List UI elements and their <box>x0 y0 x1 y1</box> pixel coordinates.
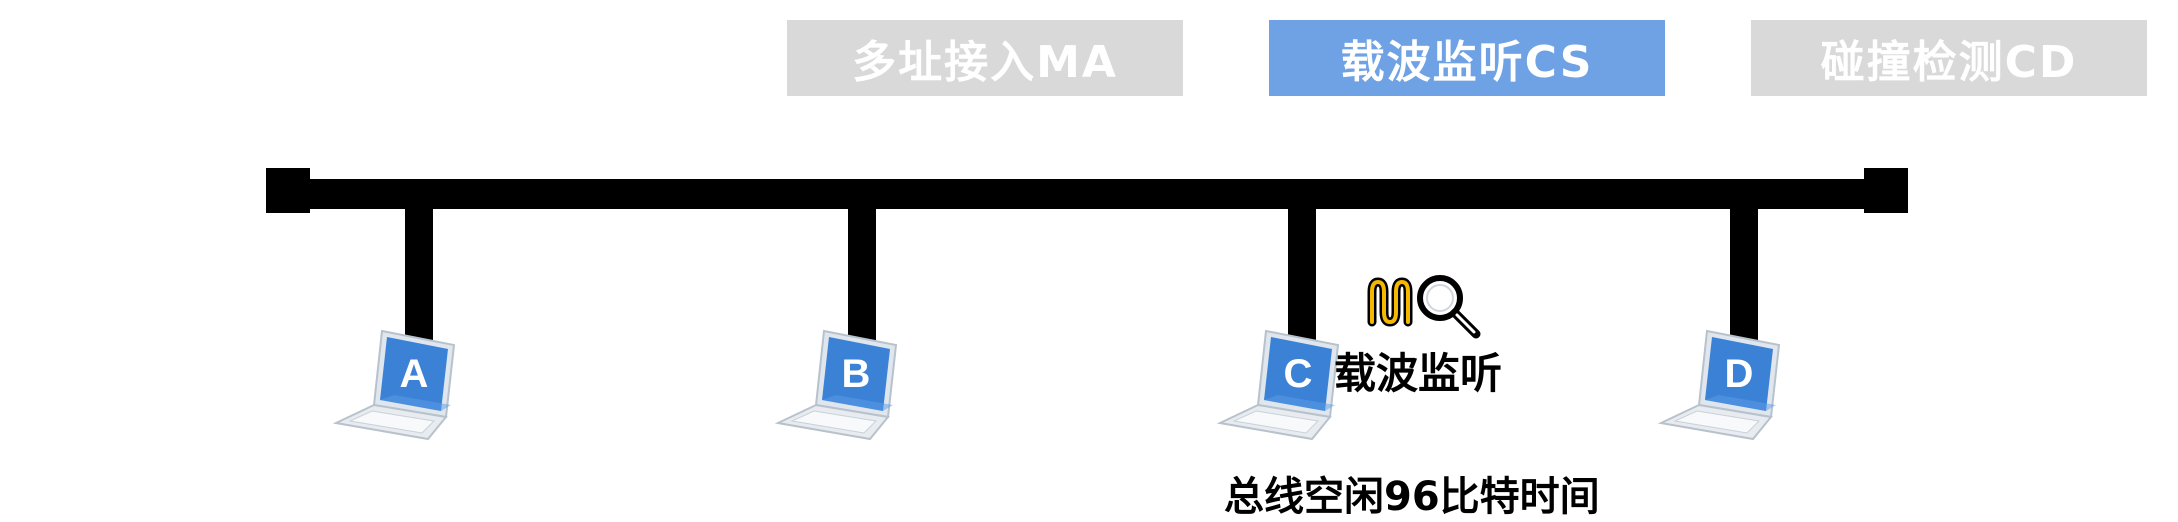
carrier-sense-label: 载波监听 <box>1334 349 1503 398</box>
station-label: B <box>842 352 871 396</box>
laptop-icon: D <box>1657 329 1781 441</box>
magnifier-icon <box>1417 275 1481 339</box>
station-label: C <box>1284 352 1313 396</box>
bus-line <box>292 179 1877 209</box>
station-label: A <box>400 352 429 396</box>
station-label: D <box>1725 352 1754 396</box>
tab-collision-detection[interactable]: 碰撞检测CD <box>1751 20 2147 96</box>
drop-cable-c <box>1288 200 1316 345</box>
tab-carrier-sense[interactable]: 载波监听CS <box>1269 20 1665 96</box>
drop-cable-d <box>1730 200 1758 345</box>
carrier-sense-icon <box>1367 275 1481 339</box>
drop-cable-a <box>405 200 433 345</box>
station-d: D <box>1655 325 1781 445</box>
laptop-icon: C <box>1216 329 1340 441</box>
laptop-icon: A <box>332 329 456 441</box>
station-c: C <box>1214 325 1340 445</box>
signal-wave-icon <box>1367 277 1413 327</box>
station-a: A <box>330 325 456 445</box>
laptop-icon: B <box>774 329 898 441</box>
bus-terminator-right <box>1864 168 1908 213</box>
station-b: B <box>772 325 898 445</box>
bus-terminator-left <box>266 168 310 213</box>
drop-cable-b <box>848 200 876 345</box>
bus-idle-label: 总线空闲96比特时间 <box>1224 474 1600 520</box>
tab-multiple-access[interactable]: 多址接入MA <box>787 20 1183 96</box>
